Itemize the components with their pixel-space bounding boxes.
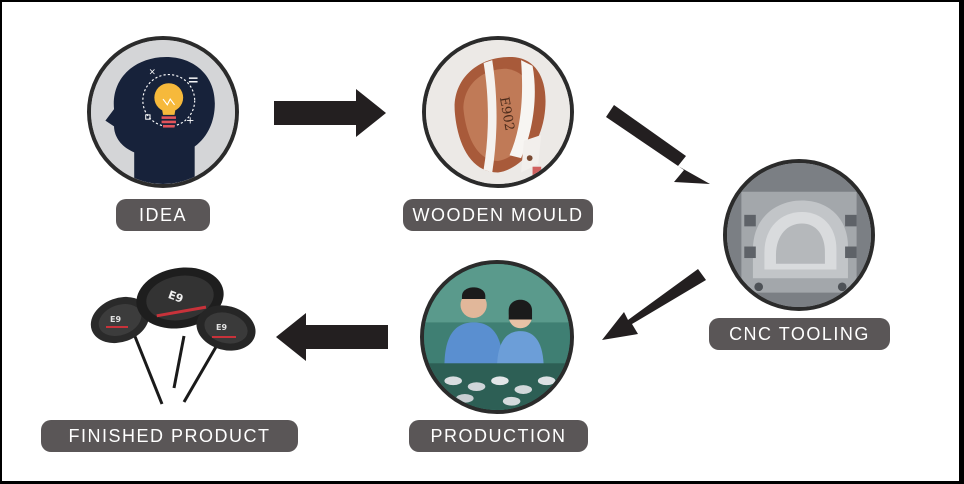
svg-text:+: + bbox=[186, 116, 194, 127]
svg-text:E902: E902 bbox=[496, 96, 517, 132]
golf-clubs-icon: E9 E9 E9 bbox=[84, 264, 260, 414]
club-marking-center: E9 bbox=[166, 288, 185, 305]
workers-assembly-icon bbox=[420, 260, 574, 414]
label-finished-product: FINISHED PRODUCT bbox=[41, 420, 298, 452]
label-production: PRODUCTION bbox=[409, 420, 588, 452]
metal-mould-icon bbox=[723, 159, 875, 311]
arrow-left-icon bbox=[276, 313, 388, 361]
label-cnc-tooling: CNC TOOLING bbox=[709, 318, 890, 350]
wooden-club-head-icon: E902 bbox=[422, 36, 574, 188]
arrow-down-left-icon bbox=[602, 264, 708, 344]
club-marking-right: E9 bbox=[216, 323, 227, 332]
club-marking-left: E9 bbox=[110, 315, 121, 324]
label-idea: IDEA bbox=[116, 199, 210, 231]
idea-head-lightbulb-icon: × + bbox=[87, 36, 239, 188]
label-wooden-mould: WOODEN MOULD bbox=[403, 199, 593, 231]
arrow-down-right-icon bbox=[602, 100, 710, 190]
arrow-right-icon bbox=[274, 89, 386, 137]
svg-text:×: × bbox=[149, 68, 156, 78]
